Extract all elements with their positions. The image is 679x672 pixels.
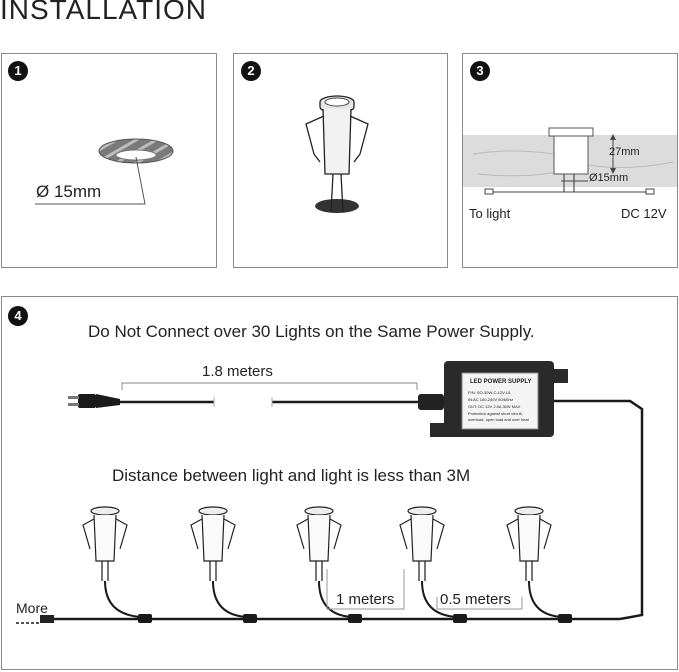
step-3-badge: 3: [470, 61, 490, 81]
wiring-diagram: [16, 361, 644, 624]
led-power-supply: [430, 361, 568, 437]
step-2-panel: 2: [233, 53, 448, 268]
ac-plug: [68, 394, 120, 408]
cable-length-label: 1.8 meters: [202, 363, 273, 380]
step-4-badge: 4: [8, 306, 28, 326]
light-insert-illustration: [305, 95, 369, 213]
hole-leader-line: [35, 156, 146, 205]
page-title: INSTALLATION: [0, 0, 208, 25]
end-cap: [40, 615, 54, 623]
psu-label-line-5: overload, open load and over heat: [468, 417, 529, 422]
spacing-label-05m: 0.5 meters: [440, 591, 511, 608]
diameter-label: Ø15mm: [589, 172, 629, 184]
hole-diameter-label: Ø 15mm: [36, 182, 102, 201]
drill-hole-illustration: [35, 138, 174, 205]
more-label: More: [16, 600, 48, 616]
lights: [82, 506, 552, 581]
step-1-badge: 1: [8, 61, 28, 81]
step-2-badge: 2: [241, 61, 261, 81]
psu-label-line-4: Protection against short circuit,: [468, 411, 523, 416]
connectors: [138, 614, 572, 623]
to-light-label: To light: [469, 206, 511, 221]
psu-label-title: LED POWER SUPPLY: [470, 379, 532, 385]
step-1-panel: 1 Ø 15mm: [1, 53, 217, 268]
psu-label-line-2: IN:AC 100-240V 50/60Hz: [468, 397, 514, 402]
psu-label-line-3: OUT: DC 12V 2.5A 30W MAX: [468, 404, 521, 409]
step-4-panel: 4 Do Not Connect over 30 Lights on the S…: [1, 296, 678, 670]
distance-note: Distance between light and light is less…: [112, 466, 471, 485]
dc-voltage-label: DC 12V: [621, 206, 667, 221]
step-3-panel: 3 27mm Ø15mm To light DC 12V: [462, 53, 678, 268]
depth-label: 27mm: [609, 146, 640, 158]
spacing-label-1m: 1 meters: [336, 591, 395, 608]
cross-section-illustration: [463, 127, 677, 195]
psu-label-line-1: P/N: SO-30W-C-12V-UL: [468, 390, 512, 395]
power-warning-text: Do Not Connect over 30 Lights on the Sam…: [88, 322, 535, 341]
